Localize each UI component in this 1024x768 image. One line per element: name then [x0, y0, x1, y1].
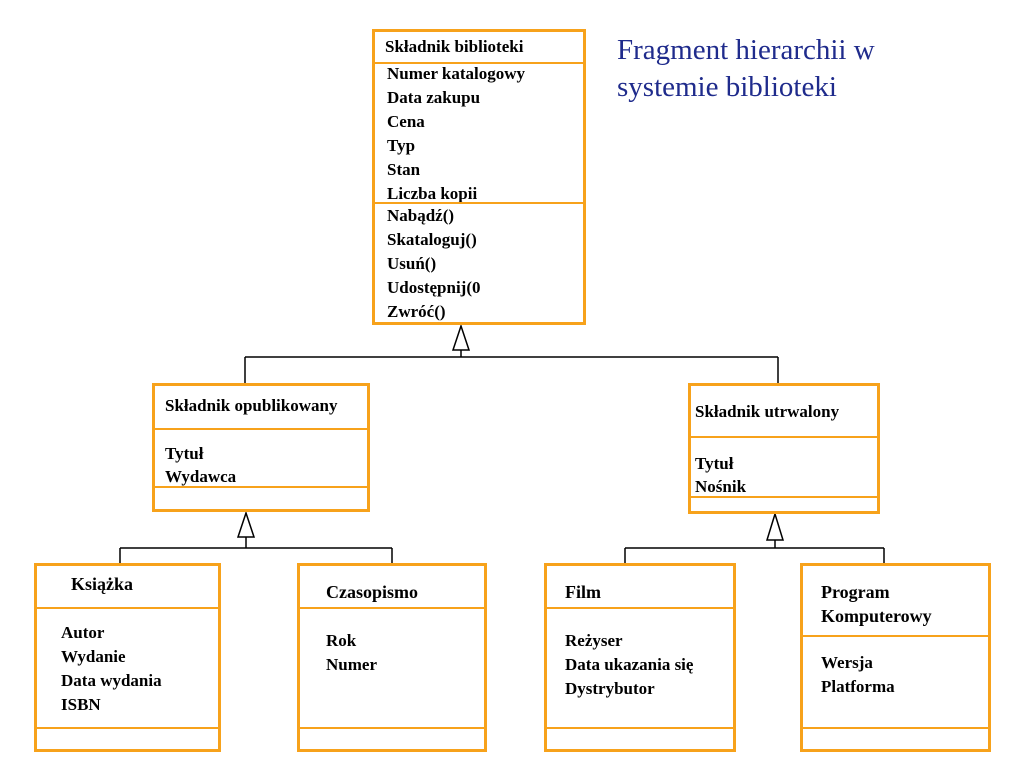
- attribute: Data wydania: [61, 671, 162, 690]
- class-name: Film: [565, 582, 601, 602]
- inheritance-arrow-top: [451, 323, 471, 351]
- attribute: Wydanie: [61, 647, 126, 666]
- attribute: Dystrybutor: [565, 679, 655, 698]
- attribute: Rok: [326, 631, 357, 650]
- method: Nabądź(): [387, 206, 455, 225]
- class-recorded-item: Składnik utrwalony Tytuł Nośnik: [688, 383, 880, 514]
- diagram-title: Fragment hierarchii w systemie bibliotek…: [617, 32, 875, 106]
- attribute: Stan: [387, 160, 421, 179]
- attribute: Nośnik: [695, 477, 747, 496]
- diagram-title-line-1: Fragment hierarchii w: [617, 34, 875, 66]
- attribute: Typ: [387, 136, 416, 155]
- class-name: Czasopismo: [326, 582, 419, 602]
- method: Usuń(): [387, 254, 437, 273]
- attributes-section: Tytuł Wydawca: [155, 428, 367, 486]
- methods-section: [37, 727, 218, 749]
- class-name-section: Film: [547, 566, 733, 609]
- methods-section: Nabądź() Skataloguj() Usuń() Udostępnij(…: [375, 202, 583, 322]
- attribute: Autor: [61, 623, 105, 642]
- class-book: Książka Autor Wydanie Data wydania ISBN: [34, 563, 221, 752]
- class-name: Składnik opublikowany: [165, 396, 338, 415]
- class-computer-program: Program Komputerowy Wersja Platforma: [800, 563, 991, 752]
- diagram-title-line-2: systemie biblioteki: [617, 71, 837, 103]
- class-name: Składnik biblioteki: [385, 37, 524, 56]
- attribute: Liczba kopii: [387, 184, 478, 203]
- attributes-section: Tytuł Nośnik: [691, 436, 877, 496]
- class-name-section: Składnik biblioteki: [375, 32, 583, 64]
- attribute: Tytuł: [165, 444, 204, 463]
- attribute: Numer katalogowy: [387, 64, 526, 83]
- methods-section: [300, 727, 484, 749]
- inheritance-arrow-left: [236, 510, 256, 538]
- class-published-item: Składnik opublikowany Tytuł Wydawca: [152, 383, 370, 512]
- attribute: Numer: [326, 655, 377, 674]
- method: Zwróć(): [387, 302, 446, 321]
- methods-section: [691, 496, 877, 512]
- class-name-section: Czasopismo: [300, 566, 484, 609]
- method: Skataloguj(): [387, 230, 477, 249]
- class-name: Książka: [71, 574, 134, 594]
- attribute: Wydawca: [165, 467, 237, 486]
- methods-section: [803, 727, 988, 749]
- attributes-section: Autor Wydanie Data wydania ISBN: [37, 607, 218, 727]
- attributes-section: Rok Numer: [300, 607, 484, 727]
- attributes-section: Reżyser Data ukazania się Dystrybutor: [547, 607, 733, 727]
- methods-section: [547, 727, 733, 749]
- attribute: Data zakupu: [387, 88, 481, 107]
- attribute: Tytuł: [695, 454, 734, 473]
- class-film: Film Reżyser Data ukazania się Dystrybut…: [544, 563, 736, 752]
- attribute: Data ukazania się: [565, 655, 694, 674]
- class-name-line-1: Program: [821, 582, 890, 602]
- attributes-section: Numer katalogowy Data zakupu Cena Typ St…: [375, 62, 583, 203]
- method: Udostępnij(0: [387, 278, 481, 297]
- class-name-section: Składnik opublikowany: [155, 386, 367, 430]
- class-name: Składnik utrwalony: [695, 402, 840, 421]
- inheritance-arrow-right: [765, 511, 785, 541]
- attributes-section: Wersja Platforma: [803, 635, 988, 727]
- class-name-section: Program Komputerowy: [803, 566, 988, 637]
- attribute: Reżyser: [565, 631, 623, 650]
- class-name-line-2: Komputerowy: [821, 606, 932, 626]
- class-name-section: Składnik utrwalony: [691, 386, 877, 438]
- class-library-item: Składnik biblioteki Numer katalogowy Dat…: [372, 29, 586, 325]
- attribute: Platforma: [821, 677, 895, 696]
- class-magazine: Czasopismo Rok Numer: [297, 563, 487, 752]
- class-name-section: Książka: [37, 566, 218, 609]
- methods-section: [155, 486, 367, 510]
- attribute: Wersja: [821, 653, 873, 672]
- attribute: ISBN: [61, 695, 101, 714]
- attribute: Cena: [387, 112, 425, 131]
